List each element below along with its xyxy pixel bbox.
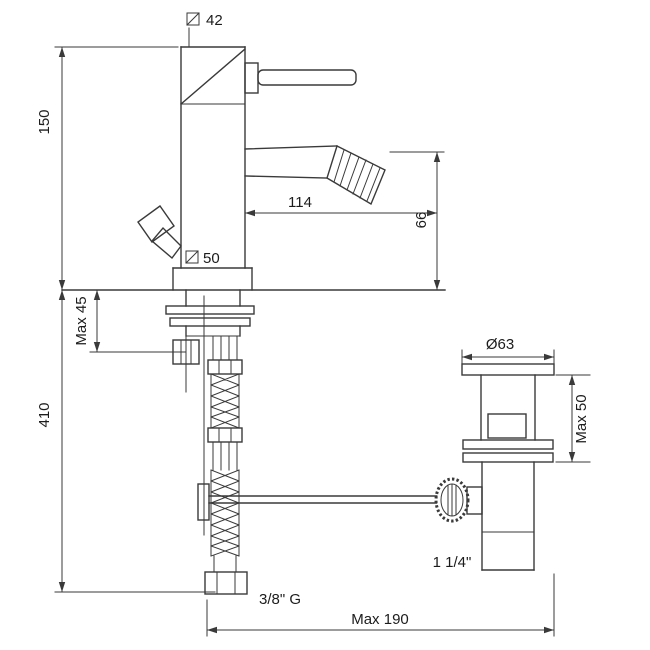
square-section-icon bbox=[186, 12, 200, 26]
dim-label-base-section: 50 bbox=[203, 250, 220, 267]
spout bbox=[244, 145, 386, 206]
aerator bbox=[326, 145, 386, 206]
pop-up-rod bbox=[197, 295, 439, 536]
dim-150: 150 bbox=[36, 46, 179, 291]
side-handle bbox=[137, 205, 182, 260]
dim-66: 66 bbox=[389, 151, 445, 291]
square-section-icon bbox=[185, 250, 199, 264]
dim-label-max-50: Max 50 bbox=[573, 394, 590, 443]
label-waste-thread: 1 1/4" bbox=[433, 554, 472, 571]
dim-max-190: Max 190 bbox=[206, 573, 555, 637]
lever-handle bbox=[244, 62, 357, 94]
dim-label-max-190: Max 190 bbox=[351, 611, 409, 628]
dim-label-150: 150 bbox=[36, 109, 53, 134]
dim-label-66: 66 bbox=[413, 212, 430, 229]
dim-base-section: 50 bbox=[183, 248, 235, 267]
dim-dia-63: Ø63 bbox=[461, 336, 555, 365]
dim-410: 410 bbox=[36, 289, 216, 593]
dim-label-supply-thread: 3/8" G bbox=[259, 591, 301, 608]
dim-114: 114 bbox=[244, 194, 438, 217]
dim-max-45: Max 45 bbox=[73, 289, 186, 353]
knurled-knob bbox=[434, 477, 483, 523]
dim-label-body-section: 42 bbox=[206, 12, 223, 29]
supply-hoses bbox=[204, 335, 248, 595]
dim-label-114: 114 bbox=[288, 194, 312, 211]
dim-max-50: Max 50 bbox=[555, 374, 591, 463]
dim-label-waste-thread: 1 1/4" bbox=[433, 554, 472, 571]
faucet-body bbox=[180, 46, 246, 269]
label-supply-thread: 3/8" G bbox=[259, 591, 301, 608]
faucet-base bbox=[172, 267, 253, 291]
dim-label-410: 410 bbox=[36, 402, 53, 427]
mounting-hardware bbox=[165, 289, 255, 393]
dim-body-section: 42 bbox=[186, 12, 223, 47]
dim-label-max-45: Max 45 bbox=[73, 296, 90, 345]
drain-assembly bbox=[461, 363, 555, 571]
dim-label-dia-63: Ø63 bbox=[486, 336, 514, 353]
